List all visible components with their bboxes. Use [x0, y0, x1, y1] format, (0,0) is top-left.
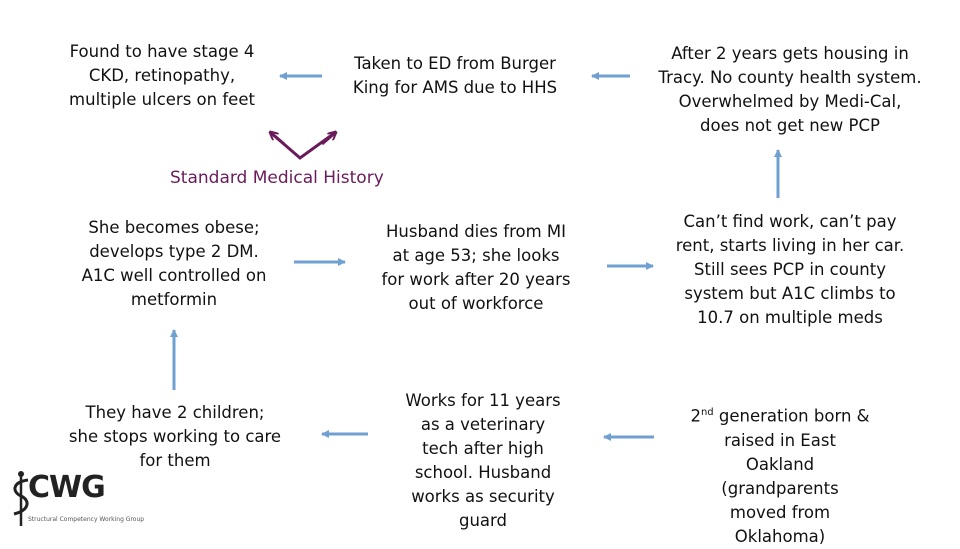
box-line: Taken to ED from Burger — [354, 54, 556, 73]
box-line: develops type 2 DM. — [89, 242, 259, 261]
box-line: Can’t find work, can’t pay — [683, 212, 897, 231]
ordinal-suffix: nd — [700, 407, 714, 418]
box-found-stage4: Found to have stage 4 CKD, retinopathy, … — [42, 40, 282, 112]
standard-history-chevron — [269, 130, 337, 160]
box-line: CKD, retinopathy, — [88, 66, 236, 85]
box-line: Oklahoma) — [734, 526, 826, 546]
box-line: 2nd generation born & — [660, 401, 900, 429]
box-line: (grandparents — [721, 478, 839, 498]
box-line: A1C well controlled on — [81, 266, 267, 285]
logo-subtitle: Structural Competency Working Group — [28, 516, 145, 523]
caduceus-icon — [13, 471, 29, 526]
box-line: King for AMS due to HHS — [352, 78, 558, 97]
box-line: does not get new PCP — [700, 116, 880, 135]
box-line: They have 2 children; — [85, 403, 265, 422]
scwg-logo: CWG Structural Competency Working Group — [6, 470, 144, 530]
box-line: Found to have stage 4 — [69, 42, 255, 61]
box-line: rent, starts living in her car. — [675, 236, 905, 255]
box-line: Oakland — [745, 454, 815, 474]
box-works-11-years: Works for 11 years as a veterinary tech … — [372, 389, 594, 533]
box-line: works as security — [411, 487, 555, 506]
box-line: tech after high — [422, 439, 544, 458]
box-line: as a veterinary — [420, 415, 546, 434]
box-line: Overwhelmed by Medi-Cal, — [678, 92, 902, 111]
ordinal-number: 2 — [690, 406, 701, 426]
box-line: school. Husband — [414, 463, 552, 482]
logo-text: CWG — [28, 470, 106, 505]
box-line: After 2 years gets housing in — [671, 44, 909, 63]
box-line: she stops working to care — [68, 427, 282, 446]
box-two-children: They have 2 children; she stops working … — [40, 401, 310, 473]
box-line: She becomes obese; — [88, 218, 260, 237]
box-line: out of workforce — [408, 294, 544, 313]
box-line: Works for 11 years — [405, 391, 561, 410]
box-becomes-obese: She becomes obese; develops type 2 DM. A… — [48, 216, 300, 312]
box-line: Husband dies from MI — [385, 222, 567, 241]
box-cant-find-work: Can’t find work, can’t pay rent, starts … — [640, 210, 940, 330]
box-line: at age 53; she looks — [392, 246, 560, 265]
box-line: 10.7 on multiple meds — [697, 308, 883, 327]
box-line-rest: generation born & — [713, 406, 870, 426]
box-line: for work after 20 years — [381, 270, 571, 289]
box-line: Still sees PCP in county — [694, 260, 886, 279]
box-housing-tracy: After 2 years gets housing in Tracy. No … — [630, 42, 950, 138]
box-line: for them — [139, 451, 211, 470]
box-taken-to-ed: Taken to ED from Burger King for AMS due… — [325, 52, 585, 100]
diagram-subtitle: Standard Medical History — [170, 168, 384, 188]
box-husband-dies: Husband dies from MI at age 53; she look… — [356, 220, 596, 316]
box-line: system but A1C climbs to — [684, 284, 896, 303]
box-line: multiple ulcers on feet — [69, 90, 255, 109]
box-line: moved from — [729, 502, 831, 522]
box-line: metformin — [130, 290, 218, 309]
box-second-generation: 2nd generation born & raised in East Oak… — [660, 401, 900, 549]
box-line: guard — [458, 511, 507, 530]
box-line: raised in East — [724, 430, 836, 450]
box-line: Tracy. No county health system. — [658, 68, 922, 87]
